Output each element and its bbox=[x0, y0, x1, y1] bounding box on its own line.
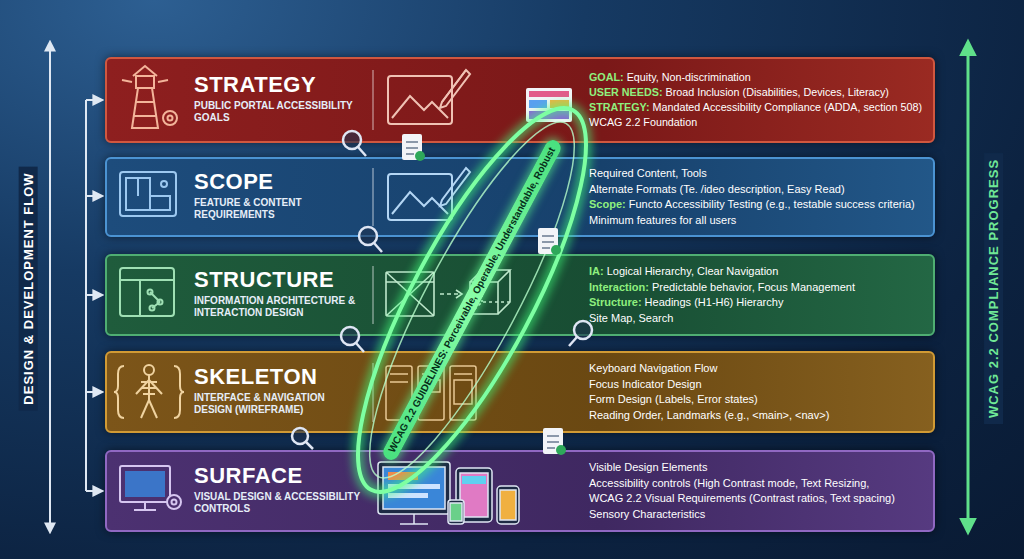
band-heading: STRUCTURE INFORMATION ARCHITECTURE & INTE… bbox=[194, 268, 362, 319]
skeleton-icon bbox=[114, 365, 184, 418]
layer-subtitle: FEATURE & CONTENT REQUIREMENTS bbox=[194, 197, 362, 221]
lighthouse-icon bbox=[122, 66, 177, 128]
detail-line: STRATEGY: Mandated Accessibility Complia… bbox=[589, 100, 929, 115]
image-frame-illustration bbox=[388, 70, 470, 124]
detail-line: WCAG 2.2 Foundation bbox=[589, 115, 929, 130]
flow-axis-label: DESIGN & DEVELOPMENT FLOW bbox=[19, 166, 38, 410]
guidelines-loop bbox=[318, 82, 626, 518]
detail-line: Accessibility controls (High Contrast mo… bbox=[589, 476, 929, 492]
detail-line: Structure: Headings (H1-H6) Hierarchy bbox=[589, 295, 929, 311]
layer-subtitle: INTERFACE & NAVIGATION DESIGN (WIREFRAME… bbox=[194, 392, 362, 416]
structure-band: STRUCTURE INFORMATION ARCHITECTURE & INTE… bbox=[105, 254, 935, 336]
layer-title: SURFACE bbox=[194, 464, 362, 488]
band-details: GOAL: Equity, Non-discriminationUSER NEE… bbox=[589, 59, 929, 141]
surface-band: SURFACE VISUAL DESIGN & ACCESSIBILITY CON… bbox=[105, 450, 935, 532]
layout-grid-icon bbox=[120, 268, 174, 316]
layer-subtitle: INFORMATION ARCHITECTURE & INTERACTION D… bbox=[194, 295, 362, 319]
layer-subtitle: VISUAL DESIGN & ACCESSIBILITY CONTROLS bbox=[194, 491, 362, 515]
detail-line: WCAG 2.2 Visual Requirements (Contrast r… bbox=[589, 491, 929, 507]
detail-line: Form Design (Labels, Error states) bbox=[589, 392, 929, 408]
detail-line: USER NEEDS: Broad Inclusion (Disabilitie… bbox=[589, 85, 929, 100]
devices-illustration bbox=[378, 462, 519, 524]
blueprint-icon bbox=[120, 172, 176, 216]
detail-line: Alternate Formats (Te. /ideo description… bbox=[589, 182, 929, 198]
detail-line: Minimum features for all users bbox=[589, 213, 929, 229]
band-heading: SCOPE FEATURE & CONTENT REQUIREMENTS bbox=[194, 170, 362, 221]
layer-subtitle: PUBLIC PORTAL ACCESSIBILITY GOALS bbox=[194, 100, 362, 124]
detail-line: Reading Order, Landmarks (e.g., <main>, … bbox=[589, 408, 929, 424]
band-details: IA: Logical Hierarchy, Clear NavigationI… bbox=[589, 256, 929, 334]
layer-title: STRATEGY bbox=[194, 73, 362, 97]
detail-line: Sensory Characteristics bbox=[589, 507, 929, 523]
band-heading: STRATEGY PUBLIC PORTAL ACCESSIBILITY GOAL… bbox=[194, 73, 362, 124]
detail-line: IA: Logical Hierarchy, Clear Navigation bbox=[589, 264, 929, 280]
detail-line: Focus Indicator Design bbox=[589, 377, 929, 393]
detail-line: Scope: Functo Accessibility Testing (e.g… bbox=[589, 197, 929, 213]
band-details: Keyboard Navigation FlowFocus Indicator … bbox=[589, 353, 929, 431]
skeleton-band: SKELETON INTERFACE & NAVIGATION DESIGN (W… bbox=[105, 351, 935, 433]
detail-line: Interaction: Predictable behavior, Focus… bbox=[589, 280, 929, 296]
progress-arrow bbox=[967, 42, 970, 532]
detail-line: GOAL: Equity, Non-discrimination bbox=[589, 70, 929, 85]
monitor-gear-icon bbox=[120, 466, 181, 510]
detail-line: Visible Design Elements bbox=[589, 460, 929, 476]
detail-line: Required Content, Tools bbox=[589, 166, 929, 182]
band-heading: SURFACE VISUAL DESIGN & ACCESSIBILITY CON… bbox=[194, 464, 362, 515]
layer-title: SKELETON bbox=[194, 365, 362, 389]
flow-arrows bbox=[50, 42, 102, 532]
magnifier-icons bbox=[292, 131, 592, 449]
detail-line: Keyboard Navigation Flow bbox=[589, 361, 929, 377]
layer-title: STRUCTURE bbox=[194, 268, 362, 292]
progress-axis-label: WCAG 2.2 COMPLIANCE PROGRESS bbox=[984, 153, 1003, 424]
detail-line: Site Map, Search bbox=[589, 311, 929, 327]
band-details: Required Content, ToolsAlternate Formats… bbox=[589, 159, 929, 235]
band-details: Visible Design ElementsAccessibility con… bbox=[589, 452, 929, 530]
layer-title: SCOPE bbox=[194, 170, 362, 194]
band-heading: SKELETON INTERFACE & NAVIGATION DESIGN (W… bbox=[194, 365, 362, 416]
